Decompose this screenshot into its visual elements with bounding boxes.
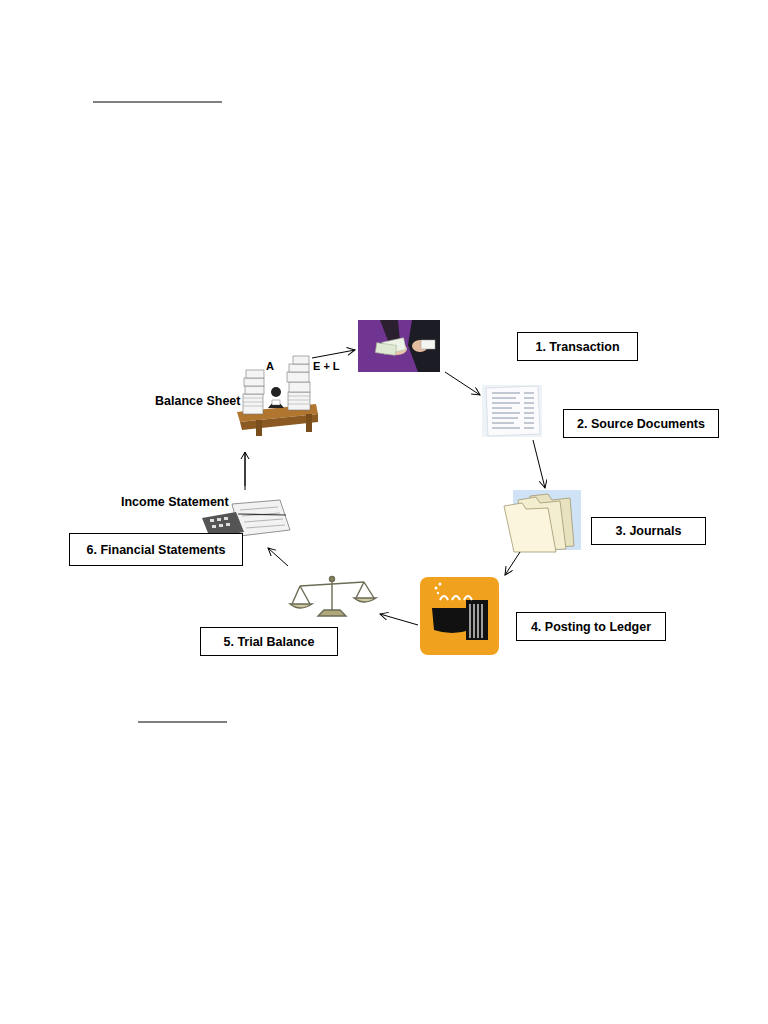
cycle-arrow	[380, 614, 418, 625]
cycle-arrow	[268, 548, 288, 566]
step-label: 5. Trial Balance	[223, 635, 314, 649]
cycle-arrow	[245, 350, 355, 490]
cycle-step: 5. Trial Balance	[198, 566, 380, 658]
cycle-arrow	[445, 372, 480, 395]
desk-picture	[237, 356, 318, 436]
picture-label: Balance Sheet	[155, 394, 240, 408]
picture-label: Income Statement	[121, 495, 229, 509]
step-box: 5. Trial Balance	[200, 627, 338, 656]
cycle-arrow	[505, 552, 520, 575]
step-box: 6. Financial Statements	[69, 533, 243, 566]
cycle-arrow	[533, 440, 545, 488]
receipt-picture	[482, 385, 542, 437]
step-box: 3. Journals	[591, 517, 706, 545]
heading-underline	[93, 102, 222, 103]
step-box: 4. Posting to Ledger	[516, 612, 666, 641]
cycle-step: 4. Posting to Ledger	[418, 575, 668, 657]
cycle-step: 2. Source Documents	[480, 383, 720, 440]
step-label: 2. Source Documents	[577, 417, 705, 431]
cycle-step: 3. Journals	[498, 488, 708, 552]
picture-label: E + L	[313, 360, 340, 372]
step-label: 1. Transaction	[535, 340, 619, 354]
picture-label: A	[266, 360, 274, 372]
step-box: 1. Transaction	[517, 332, 638, 361]
step-label: 6. Financial Statements	[87, 543, 226, 557]
transaction-photo	[358, 320, 440, 372]
step-label: 3. Journals	[616, 524, 682, 538]
folders-picture	[504, 490, 581, 552]
step-label: 4. Posting to Ledger	[531, 620, 651, 634]
heading-underline	[138, 722, 227, 723]
step-box: 2. Source Documents	[563, 409, 719, 438]
cycle-step: 1. Transaction	[355, 318, 640, 372]
ledger-icon	[420, 577, 499, 655]
scales-picture	[290, 577, 376, 617]
leader-arrow	[241, 452, 249, 486]
